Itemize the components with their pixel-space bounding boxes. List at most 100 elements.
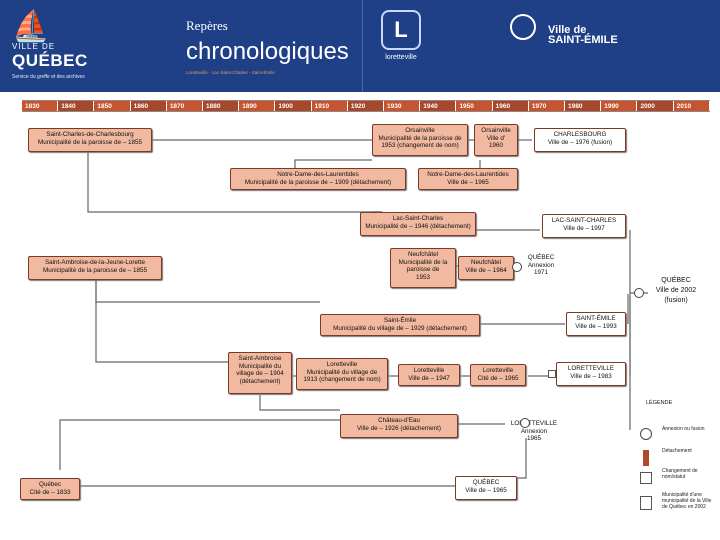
box-loretteville-1983: LORETTEVILLE Ville de – 1983 — [556, 362, 626, 386]
box-line: 1971 — [533, 269, 548, 276]
box-line: QUÉBEC — [527, 254, 555, 261]
box-saint-ambroise-village: Saint-Ambroise Municipalité du village d… — [228, 352, 292, 394]
timeline-decade: 2000 — [637, 101, 674, 111]
fusion-circle-icon — [634, 288, 644, 298]
box-line: Ville de – 1964 — [465, 266, 507, 274]
timeline-decade: 1930 — [384, 101, 421, 111]
timeline-decade: 1960 — [492, 101, 529, 111]
box-line: Ville de – 1997 — [563, 224, 605, 232]
box-quebec-ville-1965: QUÉBEC Ville de – 1965 — [455, 476, 517, 500]
box-notre-dame-des-laurentides-ville: Notre-Dame-des-Laurentides Ville de – 19… — [418, 168, 518, 190]
box-loretteville-1947: Loretteville Ville de – 1947 — [398, 364, 460, 386]
box-line: 1913 (changement de nom) — [303, 376, 381, 383]
title-small: Repères — [186, 18, 228, 33]
box-line: LORETTEVILLE — [567, 365, 615, 372]
box-line: 1965 — [526, 435, 541, 442]
box-charlesbourg: CHARLESBOURG Ville de – 1976 (fusion) — [534, 128, 626, 152]
loretteville-mark-icon: L — [381, 10, 421, 50]
ship-crest-icon: ⛵ — [12, 10, 50, 43]
timeline-decade: 1870 — [166, 101, 204, 111]
box-line: Ville de – 1965 — [465, 486, 507, 494]
legend: LÉGENDE Annexion ou fusion Détachement C… — [636, 400, 720, 540]
box-chateau-deau: Château-d'Eau Ville de – 1926 (détacheme… — [340, 414, 458, 438]
box-line: Cité de – 1833 — [29, 488, 71, 496]
saint-emile-logo-line2: SAINT-ÉMILE — [548, 34, 618, 46]
timeline-decade: 1840 — [58, 101, 95, 111]
box-line: Cité de – 1965 — [477, 374, 519, 382]
header-divider — [362, 0, 363, 92]
swatch-icon — [640, 496, 652, 510]
timeline-decade: 1910 — [311, 101, 348, 111]
circle-icon — [640, 428, 652, 440]
legend-title: LÉGENDE — [646, 400, 673, 406]
box-lac-saint-charles-ville: LAC-SAINT-CHARLES Ville de – 1997 — [542, 214, 626, 238]
box-line: LORETTEVILLE — [510, 420, 558, 427]
label-loretteville-annexion-1965: LORETTEVILLE Annexion 1965 — [502, 420, 566, 443]
box-line: Annexion — [520, 427, 548, 435]
box-line: Municipalité du village de – 1929 (détac… — [333, 324, 467, 332]
box-line: Municipalité de la paroisse de – 1909 (d… — [244, 178, 392, 186]
box-line: QUÉBEC — [472, 479, 500, 486]
header-banner: ⛵ VILLE DE QUÉBEC Service du greffe et d… — [0, 0, 720, 92]
box-line: LAC-SAINT-CHARLES — [551, 217, 617, 224]
box-line: Saint-Émile — [383, 317, 417, 324]
name-change-square-icon — [548, 370, 556, 378]
box-line: 1953 (changement de nom) — [381, 142, 459, 149]
box-line: CHARLESBOURG — [553, 131, 607, 138]
box-line: paroisse de — [406, 266, 440, 273]
box-line: Municipalité du village de — [306, 368, 378, 376]
annexion-circle-icon — [512, 262, 522, 272]
connector — [259, 395, 340, 411]
box-line: Orsainville — [481, 127, 511, 134]
timeline-decade: 1900 — [275, 101, 312, 111]
box-line: Annexion — [527, 261, 555, 269]
logo-tagline: Service du greffe et des archives — [12, 74, 85, 80]
timeline-decade: 1970 — [528, 101, 566, 111]
timeline-decade: 1830 — [22, 101, 59, 111]
box-line: Saint-Ambroise-de-la-Jeune-Lorette — [44, 259, 146, 266]
box-line: Ville de 2002 — [655, 287, 697, 294]
annexion-circle-icon — [520, 418, 530, 428]
box-line: (détachement) — [239, 377, 281, 385]
timeline-decade: 1890 — [239, 101, 276, 111]
box-line: Ville de – 1976 (fusion) — [547, 138, 613, 146]
box-line: (fusion) — [664, 297, 688, 304]
legend-item-text: Détachement — [662, 448, 692, 454]
timeline-decade: 1860 — [130, 101, 167, 111]
box-saint-charles-de-charlesbourg: Saint-Charles-de-Charlesbourg Municipali… — [28, 128, 152, 152]
box-line: Château-d'Eau — [378, 417, 420, 424]
timeline-decade: 1850 — [94, 101, 131, 111]
box-loretteville-cite: Loretteville Cité de – 1965 — [470, 364, 526, 386]
box-notre-dame-des-laurentides-paroisse: Notre-Dame-des-Laurentides Municipalité … — [230, 168, 406, 190]
timeline-decade: 1980 — [565, 101, 602, 111]
connector — [500, 438, 527, 479]
timeline-decade: 1940 — [420, 101, 457, 111]
box-line: 1953 — [415, 273, 430, 281]
box-line: Ville de – 1965 — [447, 178, 489, 186]
legend-item-text: Municipalité d'une municipalité de la Vi… — [662, 492, 712, 510]
box-orsainville-ville: Orsainville Ville d' 1960 — [474, 124, 518, 156]
box-line: Neufchâtel — [407, 251, 439, 258]
box-saint-emile-ville: SAINT-ÉMILE Ville de – 1993 — [566, 312, 626, 336]
timeline-decade: 1880 — [203, 101, 240, 111]
box-line: Ville de – 1947 — [408, 374, 450, 382]
box-line: Ville de – 1926 (détachement) — [357, 424, 441, 432]
box-line: village de – 1904 — [236, 370, 284, 377]
box-line: Saint-Charles-de-Charlesbourg — [46, 131, 134, 138]
timeline-decade: 1950 — [456, 101, 493, 111]
timeline-decade: 2010 — [673, 101, 710, 111]
box-line: Neufchâtel — [470, 259, 502, 266]
label-quebec-2002: QUÉBEC Ville de 2002 (fusion) — [646, 276, 706, 306]
box-line: SAINT-ÉMILE — [576, 315, 616, 322]
loretteville-logo-text: loretteville — [385, 54, 417, 61]
square-icon — [640, 472, 652, 484]
box-orsainville-paroisse: Orsainville Municipalité de la paroisse … — [372, 124, 468, 156]
box-line: Municipalité de la paroisse de – 1855 — [38, 138, 142, 146]
box-line: Loretteville — [326, 361, 358, 368]
box-line: 1960 — [488, 142, 503, 149]
connector — [95, 272, 230, 363]
box-line: QUÉBEC — [661, 277, 691, 284]
box-line: Ville de – 1993 — [575, 322, 617, 330]
loretteville-logo: L loretteville — [372, 10, 430, 70]
